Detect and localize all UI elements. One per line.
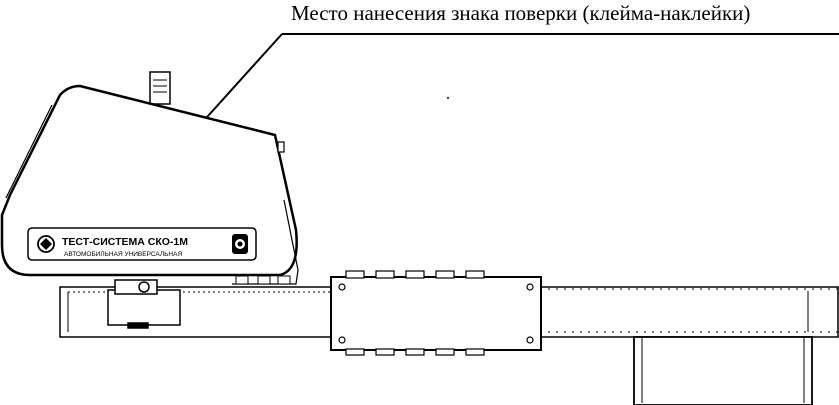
mount-clamp <box>107 279 181 329</box>
plate-subtitle: АВТОМОБИЛЬНАЯ УНИВЕРСАЛЬНАЯ <box>64 251 182 258</box>
leader-caption: Место нанесения знака поверки (клейма-на… <box>291 1 751 25</box>
name-plate: ТЕСТ-СИСТЕМА СКО-1М АВТОМОБИЛЬНАЯ УНИВЕР… <box>27 227 257 261</box>
brand-logo-icon <box>37 235 55 253</box>
certification-mark-icon <box>232 234 248 254</box>
top-knob-icon <box>149 71 171 105</box>
support-box <box>633 336 813 405</box>
plate-title: ТЕСТ-СИСТЕМА СКО-1М <box>62 236 188 248</box>
speck <box>447 97 449 99</box>
carriage-block <box>330 270 542 356</box>
